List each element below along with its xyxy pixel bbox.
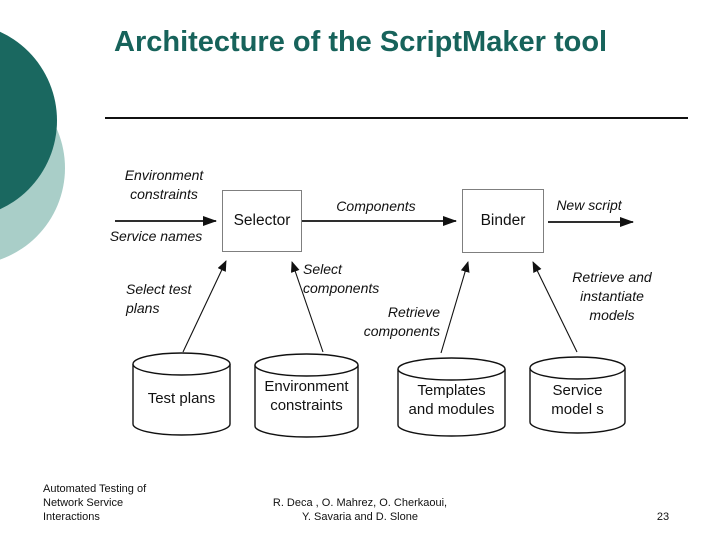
footer-presentation-title: Automated Testing of Network Service Int…	[43, 483, 147, 523]
label-retrieve-components: Retrieve components	[363, 304, 440, 339]
title-divider	[105, 117, 688, 119]
label-service-names: Service names	[109, 228, 203, 244]
datastore-templates-modules-label: Templates and modules	[408, 382, 495, 418]
datastore-environment-constraints-shape	[254, 353, 359, 438]
label-select-test-plans: Select test plans	[126, 281, 192, 316]
node-selector-label: Selector	[233, 212, 291, 229]
label-new-script: New script	[556, 197, 622, 213]
footer-authors: R. Deca , O. Mahrez, O. Cherkaoui, Y. Sa…	[272, 497, 448, 523]
datastore-service-models-label: Service model s	[551, 382, 604, 418]
node-binder: Binder	[462, 189, 544, 253]
page-number: 23	[656, 511, 670, 523]
label-environment-constraints-input: Environment constraints	[124, 167, 204, 202]
datastore-templates-modules-shape	[397, 357, 506, 437]
datastore-environment-constraints-label: Environment constraints	[264, 378, 349, 414]
arrow-templates-to-binder	[440, 261, 470, 354]
label-select-components: Select components	[303, 261, 380, 296]
arrow-service-models-to-binder	[532, 261, 578, 353]
arrow-env-constraints-db-to-selector	[291, 261, 324, 353]
datastore-service-models-shape	[529, 356, 626, 434]
node-binder-label: Binder	[480, 212, 526, 229]
arrow-test-plans-to-selector	[182, 260, 227, 353]
datastore-test-plans-label: Test plans	[147, 390, 216, 407]
datastore-test-plans-shape	[132, 352, 231, 436]
architecture-diagram	[115, 216, 634, 438]
page-title: Architecture of the ScriptMaker tool	[114, 26, 608, 58]
label-retrieve-instantiate-models: Retrieve and instantiate models	[572, 269, 652, 323]
node-selector: Selector	[222, 190, 302, 252]
label-components: Components	[336, 198, 416, 214]
